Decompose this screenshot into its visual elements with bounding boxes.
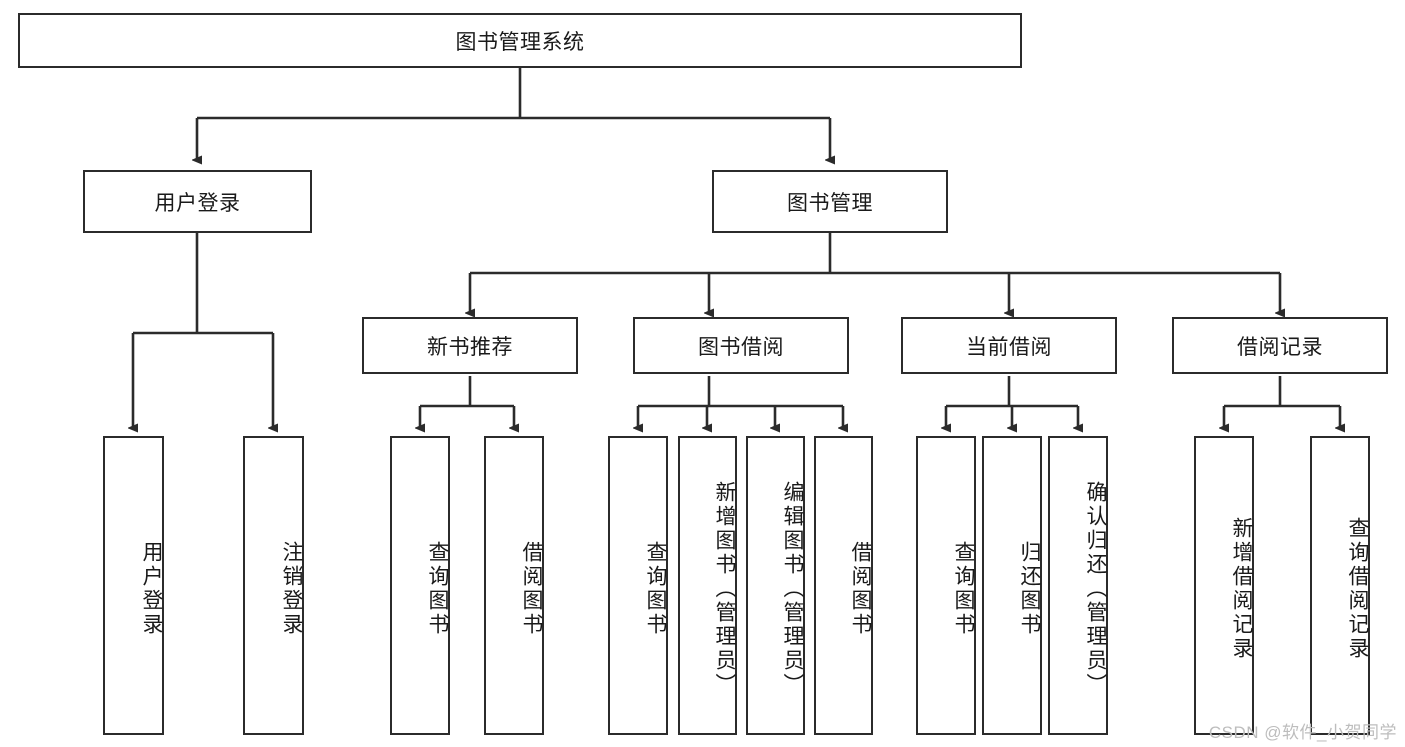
node-leaf-confirm-return-label: 确认归还（管理员） (1084, 480, 1107, 697)
node-leaf-user-login[interactable]: 用户登录 (103, 436, 164, 735)
node-user-login-label: 用户登录 (154, 191, 241, 215)
node-leaf-query-book-2[interactable]: 查询图书 (608, 436, 668, 735)
node-leaf-confirm-return[interactable]: 确认归还（管理员） (1048, 436, 1108, 735)
node-leaf-query-book-1[interactable]: 查询图书 (390, 436, 450, 735)
node-leaf-add-record[interactable]: 新增借阅记录 (1194, 436, 1254, 735)
node-leaf-user-login-label: 用户登录 (140, 540, 163, 637)
node-leaf-query-record[interactable]: 查询借阅记录 (1310, 436, 1370, 735)
node-book-manage[interactable]: 图书管理 (712, 170, 948, 233)
node-leaf-query-book-3[interactable]: 查询图书 (916, 436, 976, 735)
node-root-label: 图书管理系统 (455, 30, 585, 54)
node-leaf-add-book[interactable]: 新增图书（管理员） (678, 436, 737, 735)
node-borrow-record[interactable]: 借阅记录 (1172, 317, 1388, 374)
node-leaf-borrow-book-2-label: 借阅图书 (849, 540, 872, 637)
node-book-borrow[interactable]: 图书借阅 (633, 317, 849, 374)
node-root[interactable]: 图书管理系统 (18, 13, 1022, 68)
node-current-borrow[interactable]: 当前借阅 (901, 317, 1117, 374)
node-leaf-add-record-label: 新增借阅记录 (1230, 516, 1253, 661)
node-user-login[interactable]: 用户登录 (83, 170, 312, 233)
node-leaf-logout[interactable]: 注销登录 (243, 436, 304, 735)
node-leaf-query-book-1-label: 查询图书 (426, 540, 449, 637)
node-leaf-return-book[interactable]: 归还图书 (982, 436, 1042, 735)
node-new-book-recommend-label: 新书推荐 (427, 335, 513, 359)
node-current-borrow-label: 当前借阅 (966, 335, 1052, 359)
node-book-manage-label: 图书管理 (787, 191, 873, 215)
node-borrow-record-label: 借阅记录 (1237, 335, 1323, 359)
node-leaf-return-book-label: 归还图书 (1018, 540, 1041, 637)
node-leaf-borrow-book-1-label: 借阅图书 (520, 540, 543, 637)
node-leaf-query-book-3-label: 查询图书 (952, 540, 975, 637)
node-book-borrow-label: 图书借阅 (698, 335, 784, 359)
node-leaf-edit-book[interactable]: 编辑图书（管理员） (746, 436, 805, 735)
node-leaf-query-record-label: 查询借阅记录 (1346, 516, 1369, 661)
node-leaf-edit-book-label: 编辑图书（管理员） (781, 480, 804, 697)
node-leaf-borrow-book-1[interactable]: 借阅图书 (484, 436, 544, 735)
node-leaf-borrow-book-2[interactable]: 借阅图书 (814, 436, 873, 735)
watermark-text: CSDN @软件_小贺同学 (1208, 723, 1397, 742)
node-leaf-add-book-label: 新增图书（管理员） (713, 480, 736, 697)
node-leaf-query-book-2-label: 查询图书 (644, 540, 667, 637)
node-new-book-recommend[interactable]: 新书推荐 (362, 317, 578, 374)
node-leaf-logout-label: 注销登录 (280, 540, 303, 637)
